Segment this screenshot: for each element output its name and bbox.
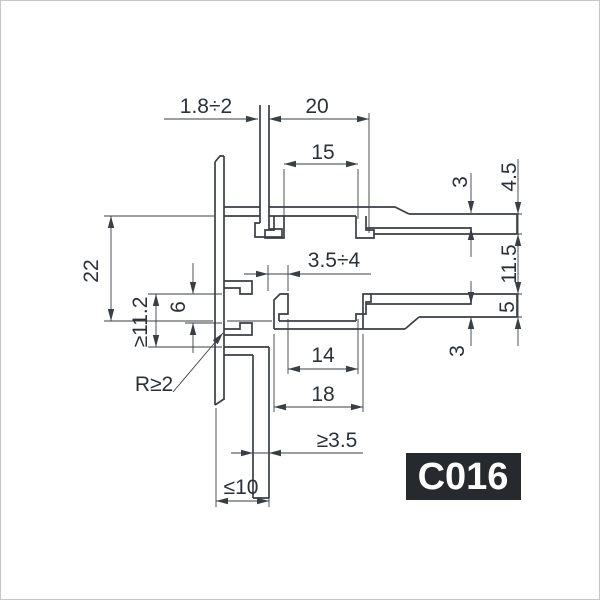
- dim-label-top-channel-inner: 15: [311, 141, 334, 164]
- dim-label-mouth-distance: 22: [80, 259, 103, 282]
- profile-code-badge: C016: [406, 453, 521, 500]
- dim-label-bottom-wall-thickness: ≥3.5: [317, 429, 358, 452]
- badge-background: [406, 453, 521, 500]
- dim-label-overall-width: ≤10: [224, 476, 259, 499]
- dim-label-top-channel-outer: 20: [305, 95, 328, 118]
- dim-label-wall-thickness: 1.8÷2: [180, 95, 232, 118]
- extension-lines: [104, 113, 522, 507]
- dim-label-top-tongue-step: 3: [449, 176, 472, 188]
- dim-label-bottom-channel-outer: 18: [311, 383, 334, 406]
- dim-label-top-tongue-tip: 4.5: [498, 162, 521, 191]
- dim-label-clip-opening: 6: [167, 301, 190, 313]
- dimension-arrows: [107, 115, 522, 505]
- dim-label-bottom-tongue-tip: 5: [496, 301, 519, 313]
- profile-outline: [214, 105, 518, 499]
- badge-code: C016: [418, 456, 509, 498]
- dim-label-bottom-tongue-step: 3: [446, 345, 469, 357]
- dim-label-panel-gap: 11.5: [498, 244, 521, 283]
- dim-label-slot-width: 3.5÷4: [308, 249, 361, 272]
- dimension-labels: 1.8÷2 20 15 3 4.5 11.5 5 3 22 ≥11.2 6 R≥…: [80, 95, 521, 499]
- dim-label-clip-depth: ≥11.2: [129, 297, 152, 348]
- dim-label-corner-radius: R≥2: [135, 373, 173, 396]
- dim-label-bottom-channel-inner: 14: [311, 344, 335, 367]
